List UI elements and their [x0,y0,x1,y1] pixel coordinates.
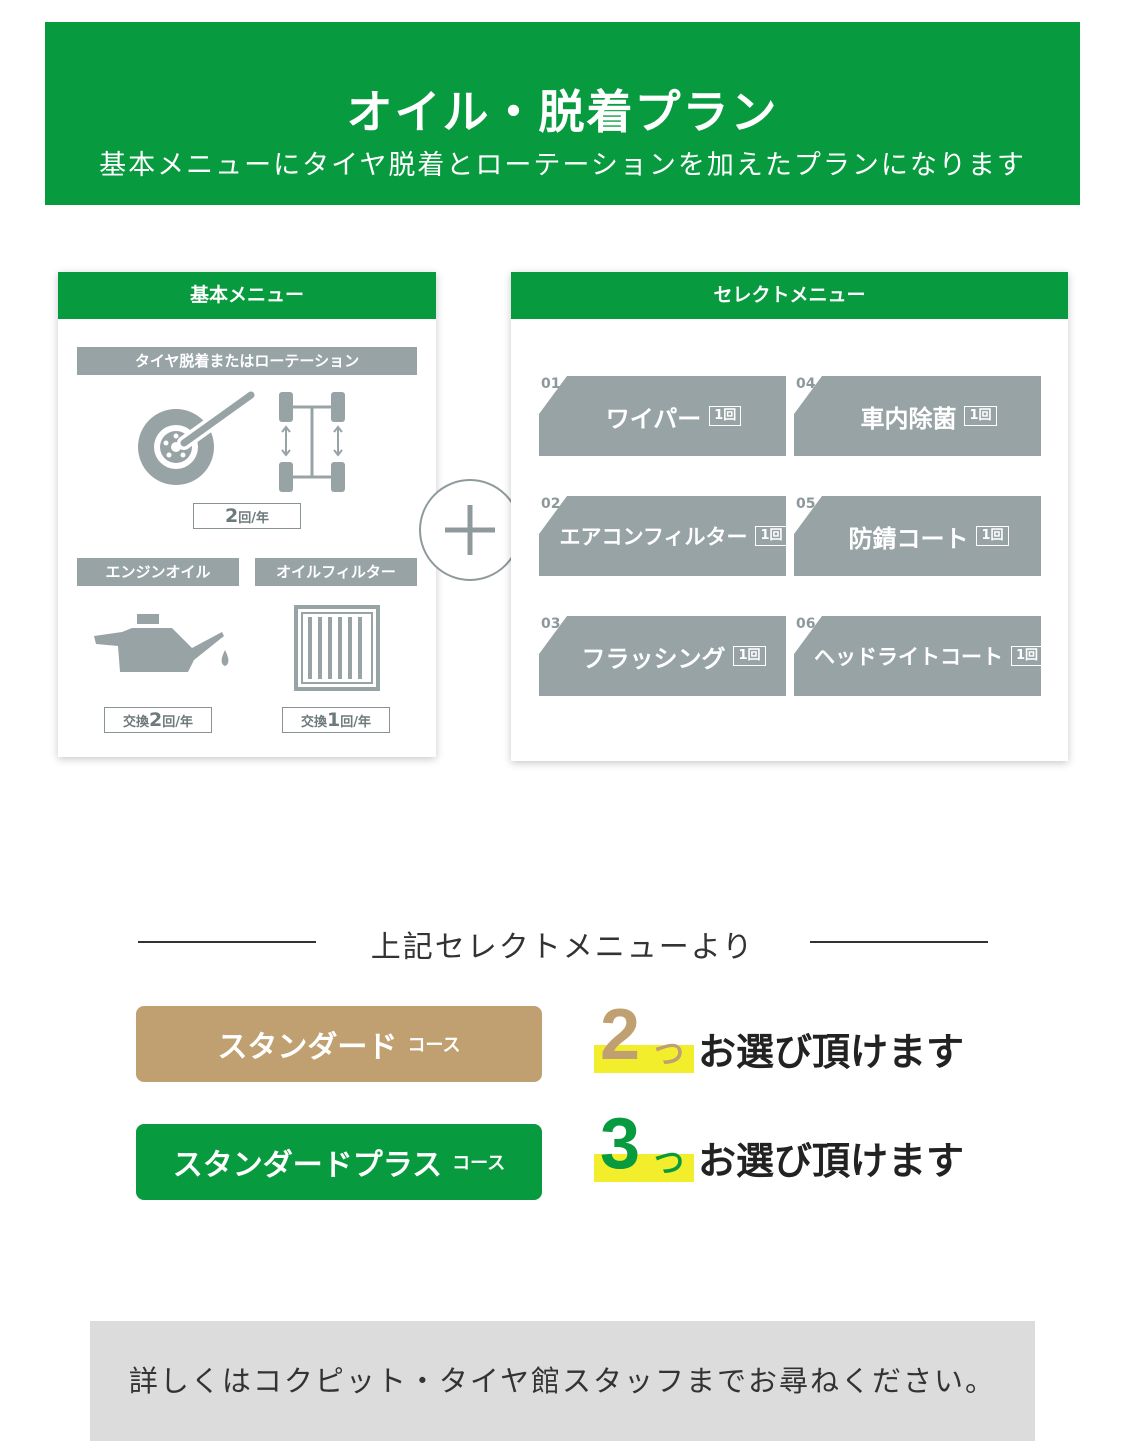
standard-count-tsu: つ [654,1037,684,1072]
select-item-badge: 1回 [1010,646,1041,666]
tire-service-label: タイヤ脱着またはローテーション [77,347,417,375]
select-item-badge: 1回 [733,646,766,666]
select-item-headlight-coat: ヘッドライトコート 1回 [794,616,1041,696]
standard-plus-course-name: スタンダードプラス [172,1148,443,1183]
plus-icon [419,479,521,581]
select-item-label: 車内除菌 [860,404,957,433]
oil-filter-prefix: 交換 [301,715,328,730]
count-highlight [594,1154,694,1182]
engine-oil-count-num: 2 [149,709,163,731]
standard-course-badge: スタンダードコース [136,1006,542,1082]
plan-banner: オイル・脱着プラン 基本メニューにタイヤ脱着とローテーションを加えたプランになり… [45,22,1080,205]
select-item-label: エアコンフィルター [559,525,748,549]
standard-plus-count-text: お選び頂けます [698,1139,965,1183]
tire-count-box: 2回/年 [193,503,301,529]
tire-count-num: 2 [225,505,239,527]
choose-caption: 上記セレクトメニューより [370,930,755,965]
standard-course-suffix: コース [407,1035,461,1056]
engine-oil-prefix: 交換 [123,715,150,730]
select-item-badge: 1回 [709,406,742,426]
select-item-wiper: ワイパー 1回 [539,376,786,456]
basic-menu-header: 基本メニュー [58,272,436,319]
standard-course-name: スタンダード [217,1030,398,1065]
tire-count-unit: 回/年 [238,511,269,526]
staff-inquiry-note: 詳しくはコクピット・タイヤ館スタッフまでお尋ねください。 [90,1321,1035,1441]
oil-filter-icon [294,605,380,691]
standard-plus-count-tsu: つ [654,1146,684,1181]
basic-menu-card: 基本メニュー タイヤ脱着またはローテーション 2回/年 エンジンオイル オイルフ… [58,272,436,757]
select-item-number: 04 [796,376,816,392]
select-item-badge: 1回 [755,526,786,546]
select-item-flushing: フラッシング 1回 [539,616,786,696]
oil-filter-count-num: 1 [327,709,341,731]
standard-plus-course-suffix: コース [452,1153,506,1174]
select-item-number: 06 [796,616,816,632]
oil-filter-count-unit: 回/年 [340,715,371,730]
oil-filter-count-box: 交換1回/年 [282,707,390,733]
select-item-number: 03 [541,616,561,632]
oil-can-icon [94,614,229,672]
select-item-label: ワイパー [605,404,702,433]
engine-oil-count-unit: 回/年 [162,715,193,730]
select-item-badge: 1回 [976,526,1009,546]
oil-filter-label: オイルフィルター [255,558,417,586]
standard-count-number: 2 [600,995,641,1075]
select-item-number: 05 [796,496,816,512]
select-item-number: 02 [541,496,561,512]
count-highlight [594,1045,694,1073]
plan-subtitle: 基本メニューにタイヤ脱着とローテーションを加えたプランになります [99,150,1026,181]
tire-wrench-icon [138,388,258,485]
engine-oil-label: エンジンオイル [77,558,239,586]
select-item-rustproof: 防錆コート 1回 [794,496,1041,576]
standard-plus-course-badge: スタンダードプラスコース [136,1124,542,1200]
select-item-label: 防錆コート [848,524,969,553]
select-item-label: ヘッドライトコート [813,645,1003,669]
divider-left [138,941,316,943]
select-item-label: フラッシング [581,644,726,673]
plan-title: オイル・脱着プラン [346,85,779,139]
divider-right [810,941,988,943]
select-menu-header: セレクトメニュー [511,272,1068,319]
select-item-sanitize: 車内除菌 1回 [794,376,1041,456]
standard-plus-count-number: 3 [600,1104,641,1184]
engine-oil-count-box: 交換2回/年 [104,707,212,733]
select-item-badge: 1回 [964,406,997,426]
select-item-aircon-filter: エアコンフィルター 1回 [539,496,786,576]
select-menu-card: セレクトメニュー 01 ワイパー 1回 04 車内除菌 1回 02 エアコンフィルタ… [511,272,1068,761]
select-item-number: 01 [541,376,561,392]
standard-count-text: お選び頂けます [698,1030,965,1074]
tire-rotation-icon [279,392,345,492]
